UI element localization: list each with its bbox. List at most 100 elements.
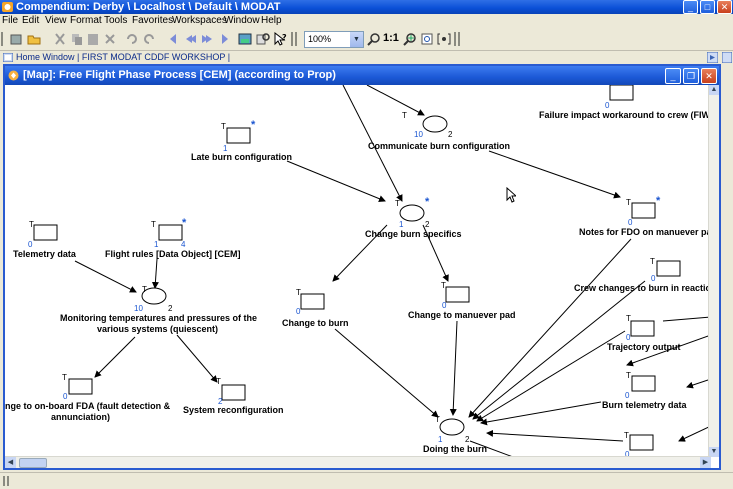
horizontal-scrollbar[interactable]: ◀ ▶ — [5, 456, 711, 468]
map-window-title-bar: [Map]: Free Flight Phase Process [CEM] (… — [5, 66, 719, 85]
node-count: 2 — [168, 304, 173, 313]
maximize-button[interactable]: □ — [700, 0, 715, 14]
menu-workspaces[interactable]: Workspaces — [172, 15, 227, 26]
note-node-trajectory-output[interactable] — [630, 320, 655, 337]
zoom-icon[interactable] — [367, 32, 381, 46]
node-label-change-to-manuever-pad[interactable]: Change to manuever pad — [408, 310, 516, 320]
question-node-monitoring-temperatures[interactable] — [141, 287, 167, 305]
open-folder-icon[interactable] — [27, 32, 41, 46]
app-window-controls: _ □ ✕ — [683, 0, 732, 14]
new-map-icon[interactable] — [9, 32, 23, 46]
menu-edit[interactable]: Edit — [22, 15, 40, 26]
scroll-left-icon[interactable]: ◀ — [5, 457, 16, 468]
node-label-monitoring-temperatures-line2[interactable]: various systems (quiescent) — [97, 324, 219, 334]
zoom-fit-icon[interactable] — [403, 32, 417, 46]
node-count: 1 — [223, 144, 228, 153]
note-node-crew-changes[interactable] — [656, 260, 681, 277]
note-node-system-reconfiguration[interactable] — [221, 384, 246, 401]
list-tab-icon[interactable] — [722, 52, 732, 63]
node-count: 0 — [28, 240, 33, 249]
node-label-system-reconfiguration[interactable]: System reconfiguration — [183, 405, 284, 415]
undo-icon[interactable] — [125, 32, 139, 46]
node-label-monitoring-temperatures[interactable]: Monitoring temperatures and pressures of… — [60, 313, 258, 323]
breadcrumb-path[interactable]: Home Window | FIRST MODAT CDDF WORKSHOP … — [16, 52, 231, 62]
focus-node-icon[interactable] — [437, 32, 451, 46]
note-node-notes-for-fdo[interactable] — [631, 202, 656, 219]
redo-icon[interactable] — [142, 32, 156, 46]
scroll-up-icon[interactable]: ▲ — [709, 85, 719, 95]
node-type-marker: T — [151, 220, 156, 229]
map-minimize-button[interactable]: _ — [665, 68, 681, 84]
node-label-failure-impact[interactable]: Failure impact workaround to crew (FIW) — [539, 110, 711, 120]
note-node-change-to-manuever-pad[interactable] — [445, 286, 470, 303]
forward-icon[interactable] — [218, 32, 232, 46]
home-window-icon[interactable] — [3, 53, 13, 62]
node-label-change-burn-specifics[interactable]: Change burn specifics — [365, 229, 462, 239]
delete-icon[interactable] — [103, 32, 117, 46]
menu-favorites[interactable]: Favorites — [132, 15, 174, 26]
note-node-change-to-burn[interactable] — [300, 293, 325, 310]
zoom-select[interactable]: 100% ▼ — [304, 31, 364, 48]
node-type-marker: T — [626, 198, 631, 207]
toolbar: ? — [0, 28, 733, 50]
link-line — [476, 330, 626, 422]
cut-icon[interactable] — [53, 32, 67, 46]
node-label-change-to-burn[interactable]: Change to burn — [282, 318, 349, 328]
question-node-communicate-burn-configuration[interactable] — [422, 115, 448, 133]
menu-view[interactable]: View — [45, 15, 67, 26]
menu-file[interactable]: File — [2, 15, 19, 26]
history-icon[interactable] — [183, 32, 197, 46]
paste-icon[interactable] — [86, 32, 100, 46]
forward-history-icon[interactable] — [201, 32, 215, 46]
menu-tools[interactable]: Tools — [104, 15, 128, 26]
menu-format[interactable]: Format — [70, 15, 102, 26]
copy-icon[interactable] — [70, 32, 84, 46]
scroll-right-icon[interactable]: ▶ — [700, 457, 711, 468]
actual-size-button[interactable]: 1:1 — [383, 32, 399, 44]
page-view-icon[interactable] — [420, 32, 434, 46]
node-label-late-burn-configuration[interactable]: Late burn configuration — [191, 152, 292, 162]
close-button[interactable]: ✕ — [717, 0, 732, 14]
note-node-unlabeled[interactable] — [629, 434, 654, 451]
node-label-trajectory-output[interactable]: Trajectory output — [607, 342, 681, 352]
note-node-flight-rules[interactable] — [158, 224, 183, 241]
search-map-icon[interactable] — [256, 32, 270, 46]
map-close-button[interactable]: ✕ — [701, 68, 717, 84]
node-type-marker: T — [62, 373, 67, 382]
note-node-failure-impact[interactable] — [609, 85, 634, 101]
map-canvas[interactable]: 0 Failure impact workaround to crew (FIW… — [5, 85, 711, 457]
node-label-change-onboard-fda[interactable]: nge to on-board FDA (fault detection & — [5, 401, 171, 411]
node-label-telemetry-data[interactable]: Telemetry data — [13, 249, 76, 259]
node-label-doing-the-burn[interactable]: Doing the burn — [423, 444, 487, 454]
node-label-crew-changes[interactable]: Crew changes to burn in reaction — [574, 283, 711, 293]
link-line — [469, 440, 514, 457]
node-label-burn-telemetry-data[interactable]: Burn telemetry data — [602, 400, 687, 410]
help-pointer-icon[interactable]: ? — [273, 32, 287, 46]
node-label-change-onboard-fda-line2[interactable]: annunciation) — [51, 412, 110, 422]
node-count: 1 — [438, 435, 443, 444]
node-label-communicate-burn-configuration[interactable]: Communicate burn configuration — [368, 141, 511, 151]
note-node-late-burn-configuration[interactable] — [226, 127, 251, 144]
menu-help[interactable]: Help — [261, 15, 282, 26]
node-label-flight-rules[interactable]: Flight rules [Data Object] [CEM] — [105, 249, 241, 259]
chevron-down-icon[interactable]: ▼ — [350, 32, 363, 47]
app-title: Compendium: Derby \ Localhost \ Default … — [16, 1, 281, 13]
node-label-notes-for-fdo[interactable]: Notes for FDO on manuever pad — [579, 227, 711, 237]
question-node-change-burn-specifics[interactable] — [399, 204, 425, 222]
note-node-burn-telemetry-data[interactable] — [631, 375, 656, 392]
back-icon[interactable] — [166, 32, 180, 46]
image-icon[interactable] — [238, 32, 252, 46]
note-node-telemetry-data[interactable] — [33, 224, 58, 241]
scroll-down-icon[interactable]: ▼ — [709, 447, 719, 457]
vertical-scrollbar[interactable]: ▲ ▼ — [708, 85, 719, 457]
menu-window[interactable]: Window — [224, 15, 260, 26]
node-type-marker: T — [29, 220, 34, 229]
minimize-button[interactable]: _ — [683, 0, 698, 14]
horizontal-scroll-thumb[interactable] — [19, 458, 47, 468]
note-node-change-onboard-fda[interactable] — [68, 378, 93, 395]
node-type-marker: T — [142, 285, 147, 294]
map-tab-icon[interactable] — [707, 52, 718, 63]
node-type-marker: T — [626, 314, 631, 323]
question-node-doing-the-burn[interactable] — [439, 418, 465, 436]
map-restore-button[interactable]: ❐ — [683, 68, 699, 84]
